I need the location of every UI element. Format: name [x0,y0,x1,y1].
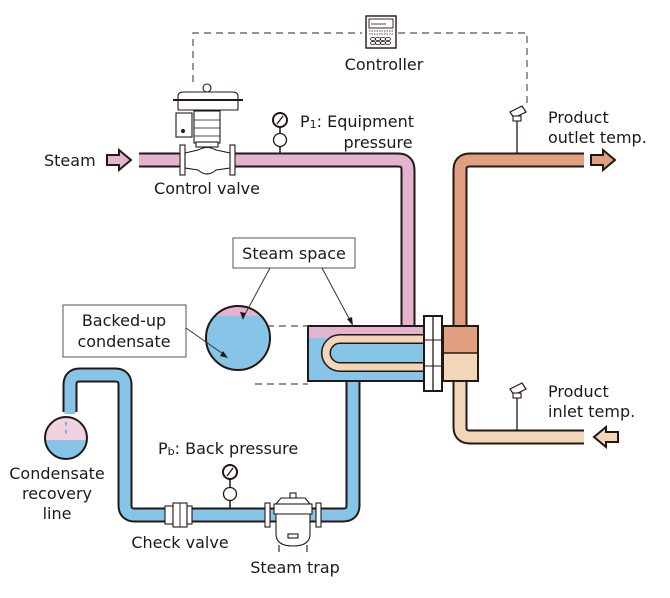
back-pressure-label: Pb: Back pressure [158,439,298,458]
outlet-temperature-sensor-icon [509,105,527,153]
product-inlet-pipe [452,381,584,445]
condensate-recovery-label-line1: Condensate [9,464,105,483]
equipment-pressure-label-line2: pressure [343,133,412,152]
steam-pipe [139,152,416,326]
product-outlet-label-line1: Product [548,108,609,127]
product-outflow-arrow-icon [590,147,617,173]
condensate-recovery-label-line3: line [43,504,72,523]
steam-space-callout: Steam space [232,237,356,326]
product-inlet-label-line1: Product [548,382,609,401]
steam-trap-label: Steam trap [250,558,340,577]
condensate-recovery-vessel [44,416,88,460]
check-valve-label: Check valve [131,533,228,552]
condensate-pipe [62,367,361,523]
backed-up-label-line2: condensate [77,332,170,351]
steam-space-magnified-view [205,305,271,371]
condensate-recovery-label-line2: recovery [22,484,92,503]
magnify-guides [255,325,308,385]
control-valve-label: Control valve [154,179,260,198]
steam-inflow-arrow-icon [106,147,133,173]
product-outlet-label-line2: outlet temp. [548,128,647,147]
inlet-temperature-sensor-icon [509,382,527,430]
control-valve-icon [173,83,243,176]
back-pressure-gauge-icon [222,464,238,509]
product-outlet-pipe [452,152,584,326]
product-inlet-label-line2: inlet temp. [548,402,635,421]
steam-space-label: Steam space [242,244,346,263]
product-inflow-arrow-icon [592,424,619,450]
check-valve-icon [164,502,193,528]
equipment-pressure-gauge-icon [272,112,288,153]
droplet-icon [65,421,67,434]
controller-label: Controller [345,55,424,74]
controller-icon [365,15,397,49]
heat-exchanger [307,315,479,392]
equipment-pressure-label: P1: Equipment [300,112,414,131]
steam-label: Steam [44,151,96,170]
backed-up-label-line1: Backed-up [82,311,166,330]
backed-up-condensate-callout: Backed-up condensate [62,304,228,358]
control-signal-lines [192,32,528,108]
steam-trap-icon [264,492,322,552]
